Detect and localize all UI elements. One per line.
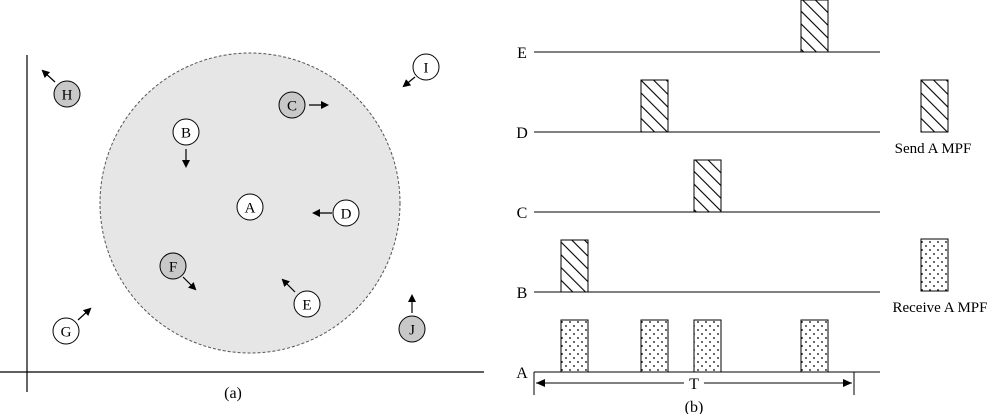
send-mpf-bar-b — [560, 239, 589, 293]
node-label: A — [245, 201, 256, 217]
movement-arrow — [402, 76, 416, 88]
row-label: A — [516, 365, 528, 382]
receive-mpf-bar-a — [693, 319, 722, 373]
movement-arrow — [41, 69, 56, 83]
row-label: B — [517, 285, 528, 302]
node-label: I — [424, 61, 429, 77]
receive-mpf-bar-a — [800, 319, 829, 373]
legend-receive-swatch — [920, 238, 949, 292]
timeline-row-b: B — [517, 285, 880, 302]
panel-a-caption: (a) — [224, 385, 242, 402]
node-label: J — [409, 323, 415, 339]
node-a: A — [236, 193, 264, 221]
node-j: J — [398, 294, 426, 343]
receive-mpf-bar-a — [640, 319, 669, 373]
panel-b-caption: (b) — [685, 399, 704, 414]
node-circle — [172, 118, 200, 146]
node-circle — [53, 80, 81, 108]
legend-send-swatch — [920, 79, 949, 133]
movement-arrow — [281, 278, 296, 293]
movement-arrow — [182, 276, 197, 291]
node-f: F — [159, 252, 197, 291]
panel-a: A B C D E F G H I J (a) — [0, 52, 484, 402]
node-label: H — [62, 88, 73, 104]
node-g: G — [52, 307, 92, 345]
legend-receive-label: Receive A MPF — [892, 300, 987, 316]
node-i: I — [402, 53, 440, 88]
legend: Send A MPF Receive A MPF — [892, 79, 988, 316]
row-label: E — [517, 45, 527, 62]
node-circle — [52, 317, 80, 345]
send-mpf-bar-e — [800, 0, 829, 53]
node-circle — [332, 199, 360, 227]
node-e: E — [281, 278, 321, 318]
node-h: H — [41, 69, 81, 108]
node-circle — [236, 193, 264, 221]
node-label: E — [302, 298, 311, 314]
node-d: D — [312, 199, 360, 227]
timeline-row-d: D — [516, 125, 880, 142]
node-b: B — [172, 118, 200, 168]
node-c: C — [278, 91, 329, 119]
row-label: D — [516, 125, 528, 142]
node-circle — [278, 91, 306, 119]
row-label: C — [517, 205, 528, 222]
node-label: C — [287, 99, 297, 115]
period-arrow-left-head — [536, 379, 545, 387]
node-label: B — [181, 126, 191, 142]
node-label: G — [61, 325, 72, 341]
node-circle — [159, 252, 187, 280]
node-circle — [293, 290, 321, 318]
period-marker: T — [533, 372, 855, 395]
panel-b: A B C D E T Send A MPF Receive A MPF (b) — [516, 0, 988, 414]
node-circle — [412, 53, 440, 81]
node-circle — [398, 315, 426, 343]
movement-arrow — [77, 307, 92, 321]
send-mpf-bar-d — [640, 79, 669, 133]
period-arrow-right-head — [843, 379, 852, 387]
legend-send-label: Send A MPF — [895, 141, 972, 157]
receive-mpf-bar-a — [560, 319, 589, 373]
period-label: T — [689, 376, 699, 393]
send-mpf-bar-c — [693, 159, 722, 213]
node-label: D — [341, 207, 352, 223]
node-label: F — [169, 260, 177, 276]
